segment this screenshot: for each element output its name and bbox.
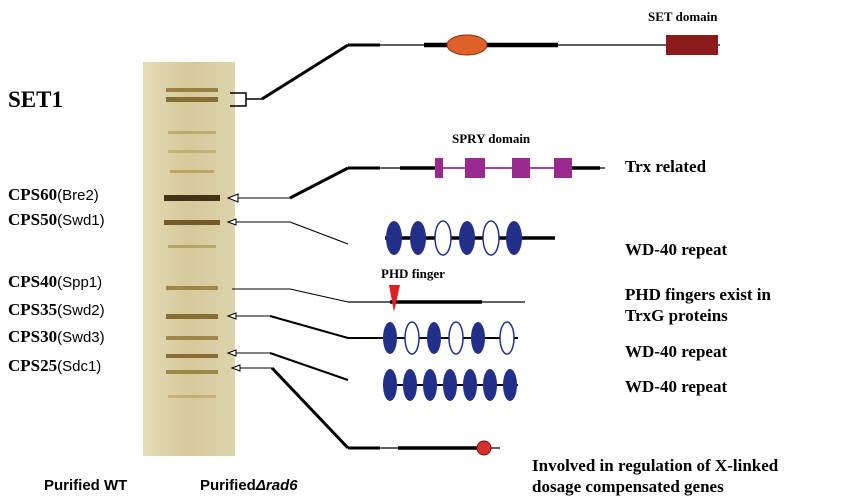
desc-phd-line2: TrxG proteins	[625, 306, 728, 325]
cps40-protein-diagram	[348, 285, 525, 312]
desc-phd-line1: PHD fingers exist in	[625, 285, 771, 304]
wd40-blade-open	[448, 321, 464, 355]
footer-purified-wt: Purified WT	[44, 477, 128, 494]
spry-domain-label: SPRY domain	[452, 131, 531, 146]
set1-bracket	[230, 43, 349, 107]
gel-band	[164, 220, 220, 225]
set1-orange-domain	[446, 34, 488, 56]
wd40-blade	[463, 369, 477, 401]
gel-band	[166, 286, 218, 290]
sdc1-dot	[476, 440, 492, 456]
footer-purified-rad6: PurifiedΔrad6	[200, 477, 298, 494]
desc-sdc1-line2: dosage compensated genes	[532, 477, 724, 496]
wd40-blade	[386, 221, 402, 255]
gel-band	[166, 370, 218, 374]
wd40-blade	[506, 221, 522, 255]
gel-lane	[143, 62, 235, 456]
wd40-blade	[423, 369, 437, 401]
wd40-blade	[383, 369, 397, 401]
wd40-blade	[459, 221, 475, 255]
desc-sdc1-line1: Involved in regulation of X-linked	[532, 456, 779, 475]
gel-band	[168, 245, 216, 248]
gel-band	[166, 314, 218, 319]
gel-band	[168, 131, 216, 134]
set1-protein-diagram	[348, 34, 720, 56]
gel-band	[166, 97, 218, 102]
wd40-blade	[471, 322, 485, 354]
label-cps35: CPS35(Swd2)	[8, 300, 105, 319]
spry-box	[512, 158, 530, 178]
cps30-protein-diagram	[383, 369, 518, 401]
gel-band	[170, 170, 214, 173]
wd40-blade-open	[404, 321, 420, 355]
gel-band	[166, 354, 218, 358]
wd40-blade	[483, 369, 497, 401]
gel-band	[166, 88, 218, 92]
wd40-blade-open	[434, 220, 452, 256]
spry-box	[554, 158, 572, 178]
set-domain-label: SET domain	[648, 9, 718, 24]
gel-band	[164, 195, 220, 201]
wd40-blade	[383, 322, 397, 354]
desc-wd40-3: WD-40 repeat	[625, 377, 728, 396]
wd40-blade	[410, 221, 426, 255]
phd-finger-label: PHD finger	[381, 266, 445, 281]
spry-box	[435, 158, 443, 178]
desc-wd40-2: WD-40 repeat	[625, 342, 728, 361]
desc-trx-related: Trx related	[625, 157, 707, 176]
label-set1: SET1	[8, 87, 63, 112]
wd40-blade	[403, 369, 417, 401]
gel-background	[143, 62, 235, 456]
cps60-protein-diagram	[348, 158, 605, 178]
set-domain-box	[666, 35, 718, 55]
label-cps25: CPS25(Sdc1)	[8, 356, 102, 375]
spry-box	[465, 158, 485, 178]
gel-band	[166, 336, 218, 340]
gel-band	[168, 395, 216, 398]
label-cps60: CPS60(Bre2)	[8, 185, 99, 204]
cps50-protein-diagram	[385, 220, 555, 256]
band-connectors	[226, 166, 350, 450]
label-cps40: CPS40(Spp1)	[8, 272, 103, 291]
desc-wd40-1: WD-40 repeat	[625, 240, 728, 259]
cps35-protein-diagram	[348, 321, 518, 355]
wd40-blade-open	[499, 321, 515, 355]
label-cps30: CPS30(Swd3)	[8, 327, 105, 346]
wd40-blade	[503, 369, 517, 401]
wd40-blade-open	[482, 220, 500, 256]
wd40-blade	[427, 322, 441, 354]
label-cps50: CPS50(Swd1)	[8, 210, 105, 229]
wd40-blade	[443, 369, 457, 401]
cps25-protein-diagram	[348, 440, 500, 456]
gel-band	[168, 150, 216, 153]
phd-finger-marker	[389, 285, 400, 312]
